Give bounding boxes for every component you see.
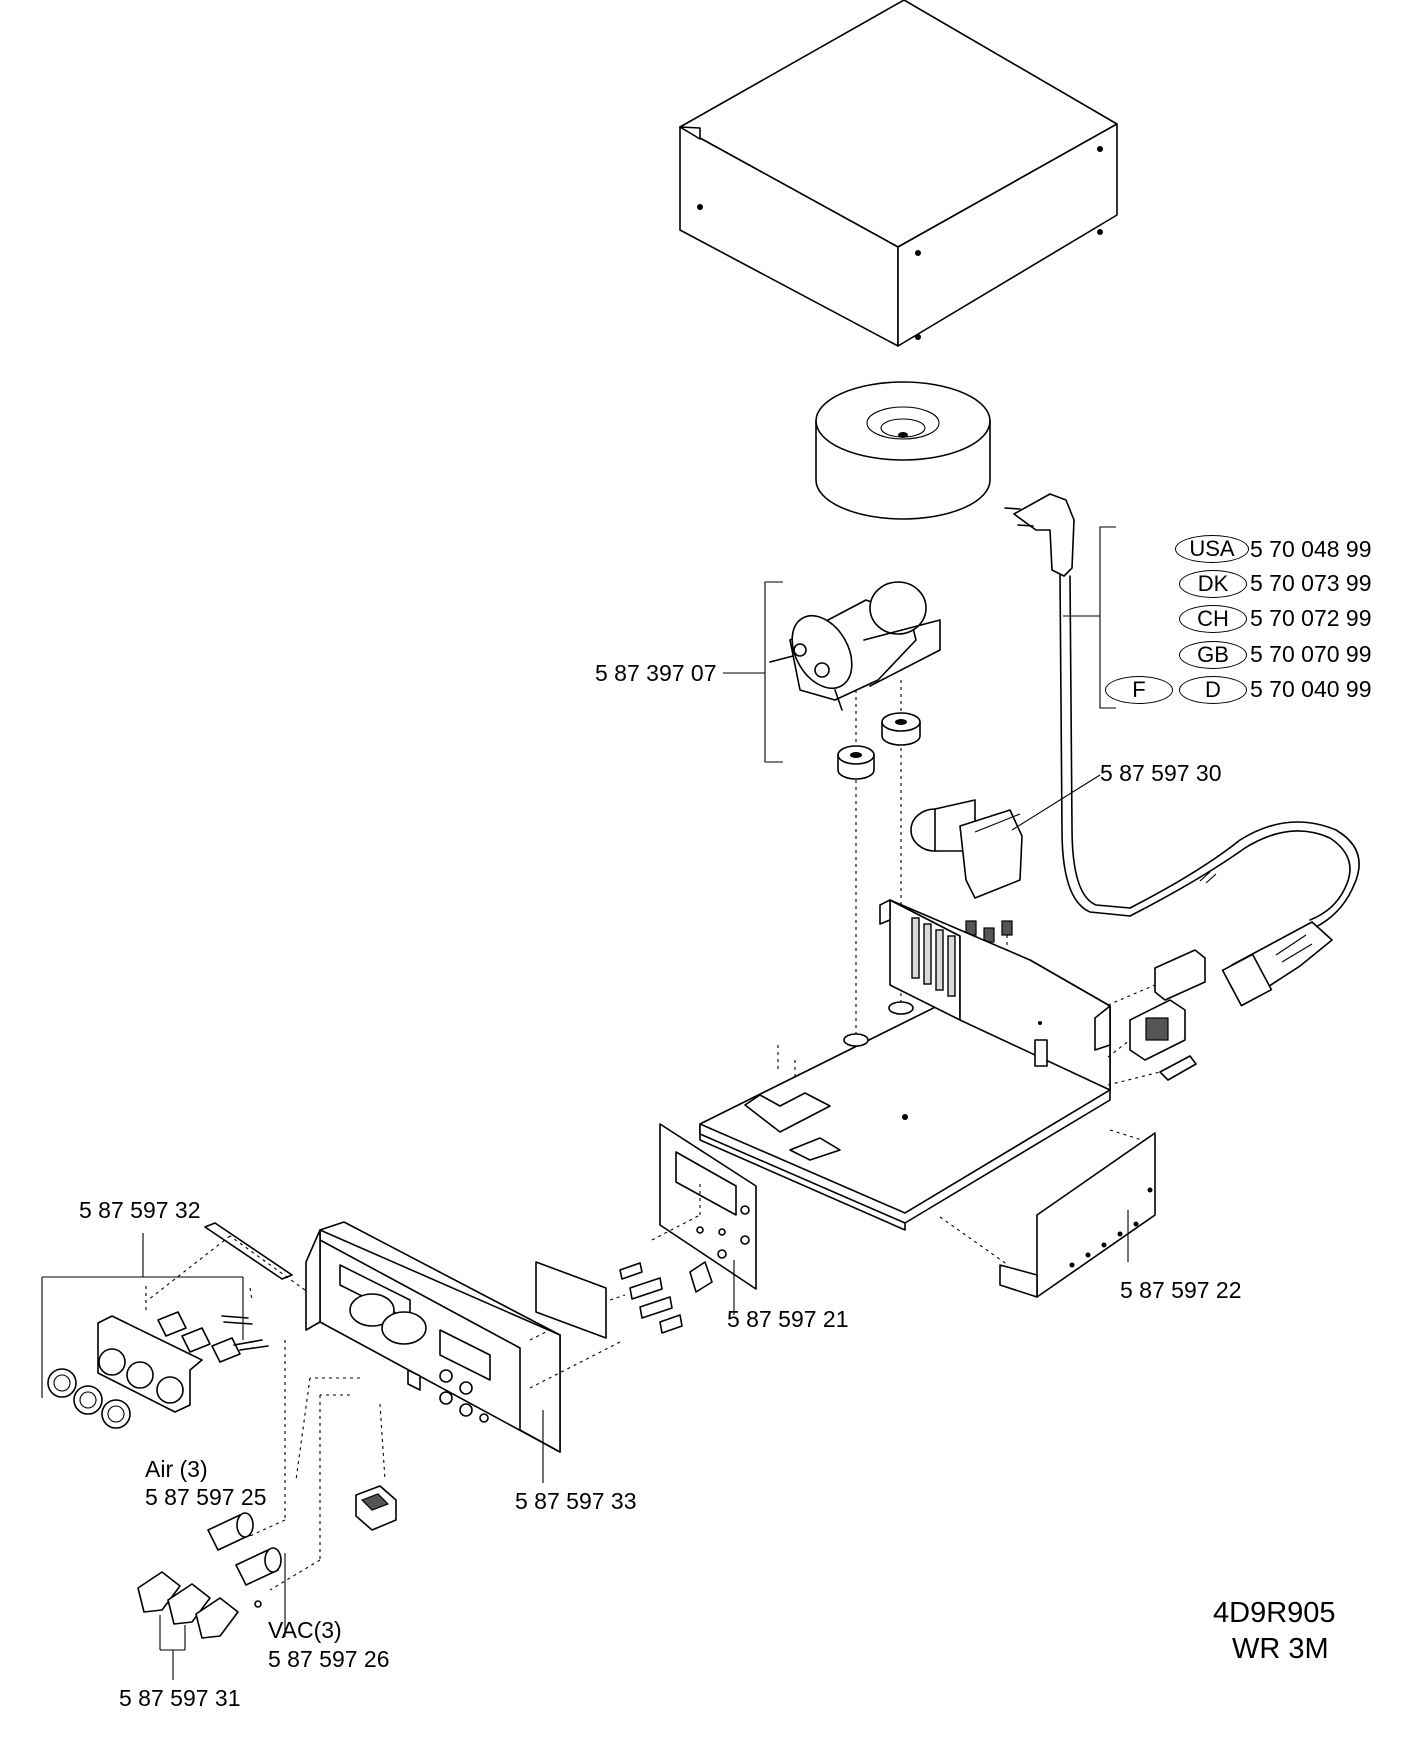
part-code-dk: 5 70 073 99 [1250, 570, 1372, 596]
label-connector: 5 87 597 31 [119, 1685, 241, 1711]
label-air-title: Air (3) [145, 1456, 208, 1482]
relay [910, 799, 1023, 899]
label-vac-code: 5 87 597 26 [268, 1646, 390, 1672]
country-oval-usa: USA [1175, 535, 1249, 563]
gasket [535, 1261, 607, 1339]
document-id: 4D9R905 [1213, 1597, 1336, 1629]
country-oval-ch: CH [1179, 605, 1247, 633]
mains-inlet [1107, 949, 1206, 1086]
iec-plug [1221, 921, 1333, 1007]
label-bracket: 5 87 597 32 [79, 1197, 201, 1223]
assembly-lines [145, 1180, 701, 1591]
label-vac-title: VAC(3) [268, 1617, 342, 1643]
leader-lines [41, 526, 1129, 1680]
wired-switches [157, 1311, 269, 1363]
chassis [699, 899, 1111, 1231]
label-relay: 5 87 597 30 [1100, 760, 1222, 786]
transformer [815, 381, 991, 520]
part-code-f-d: 5 70 040 99 [1250, 676, 1372, 702]
part-code-ch: 5 70 072 99 [1250, 605, 1372, 631]
country-oval-d: D [1179, 676, 1247, 704]
label-air-code: 5 87 597 25 [145, 1484, 267, 1510]
connectors [137, 1571, 262, 1639]
country-oval-dk: DK [1179, 570, 1247, 598]
rocker-switch [355, 1485, 397, 1531]
pump [769, 581, 941, 711]
top-cover [679, 0, 1118, 347]
bracket-strip [204, 1222, 293, 1280]
country-oval-f: F [1105, 676, 1173, 704]
part-code-usa: 5 70 048 99 [1250, 536, 1372, 562]
label-front-panel: 5 87 597 33 [515, 1488, 637, 1514]
panel-screws [619, 1261, 713, 1334]
label-side-panel: 5 87 597 22 [1120, 1277, 1242, 1303]
front-panel [305, 1221, 561, 1453]
switch-plate [47, 1315, 203, 1429]
label-pump: 5 87 397 07 [595, 660, 717, 686]
pcb-bracket [659, 1123, 757, 1290]
label-pcb-bracket: 5 87 597 21 [727, 1306, 849, 1332]
air-sleeves [207, 1512, 282, 1586]
model-name: WR 3M [1232, 1633, 1329, 1665]
mains-plug [1004, 493, 1360, 929]
country-oval-gb: GB [1179, 641, 1247, 669]
side-panel [939, 1129, 1156, 1298]
pump-feet [837, 680, 921, 1040]
part-code-gb: 5 70 070 99 [1250, 641, 1372, 667]
